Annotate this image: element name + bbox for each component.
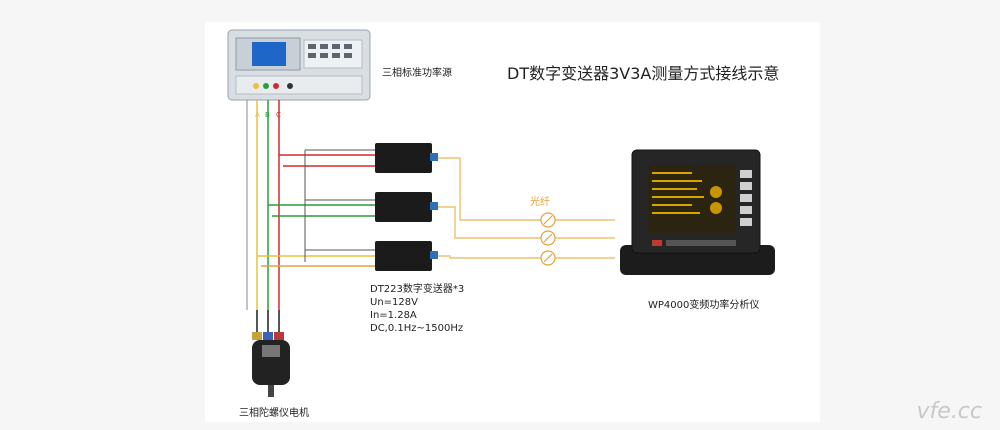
transmitter-un: Un=128V	[370, 297, 418, 308]
transmitter-3	[375, 241, 438, 271]
transmitter-wires	[257, 149, 375, 267]
analyzer-label: WP4000变频功率分析仪	[648, 300, 760, 311]
power-source-device	[227, 29, 371, 101]
motor-label: 三相陀螺仪电机	[239, 408, 309, 419]
transmitter-range: DC,0.1Hz~1500Hz	[370, 323, 464, 334]
power-analyzer-device	[620, 149, 775, 275]
motor-device	[252, 310, 290, 397]
fiber-connectors	[540, 212, 556, 266]
transmitter-specs: DT223数字变送器*3 Un=128V In=1.28A DC,0.1Hz~1…	[370, 283, 464, 335]
transmitter-name: DT223数字变送器*3	[370, 284, 465, 295]
analyzer-screen	[648, 165, 736, 233]
transmitter-2	[375, 192, 438, 222]
diagram-title: DT数字变送器3V3A测量方式接线示意	[507, 64, 780, 83]
transmitter-in: In=1.28A	[370, 310, 417, 321]
fiber-lines	[438, 157, 615, 259]
transmitter-1	[375, 143, 438, 173]
watermark: vfe.cc	[916, 399, 982, 424]
source-screen	[252, 42, 286, 66]
source-label: 三相标准功率源	[382, 68, 452, 79]
fiber-label: 光纤	[530, 197, 550, 208]
